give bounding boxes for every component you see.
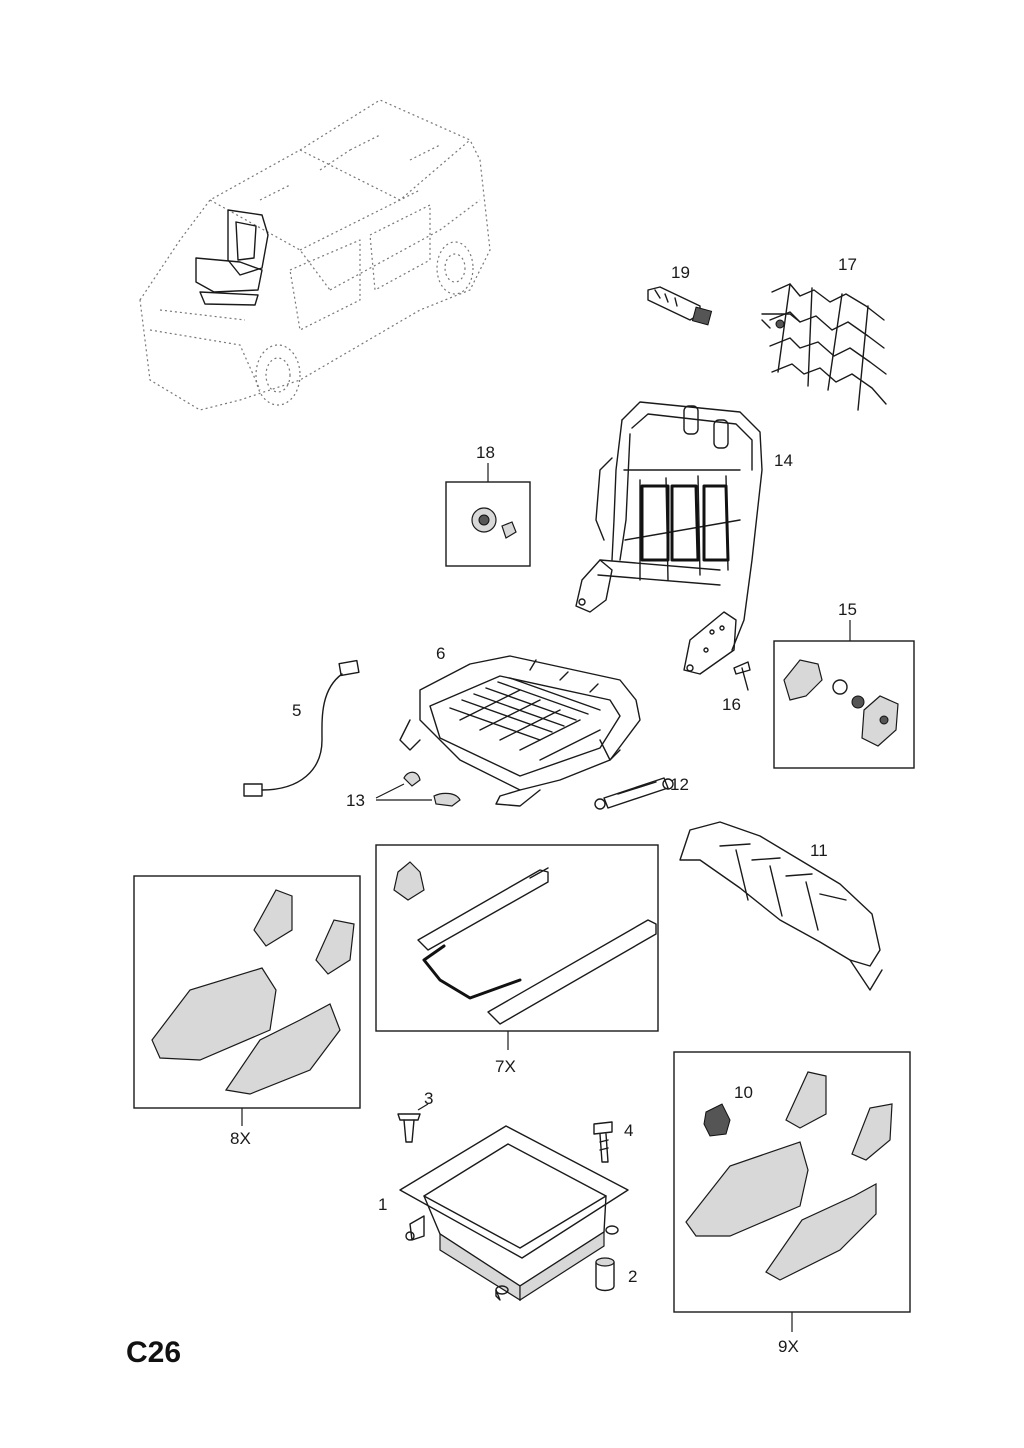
label-12: 12 [670,775,689,794]
part-7x-seat-rail-kit [375,844,659,1050]
part-1-seat-base [399,1125,629,1302]
part-13-clips [375,771,461,807]
label-3: 3 [424,1089,433,1108]
part-11-seat-cushion-pad [679,821,883,991]
label-11: 11 [810,841,828,860]
label-7x: 7X [495,1057,516,1076]
label-15: 15 [838,600,857,619]
part-14-backrest-frame [575,401,763,675]
part-9x-side-trim-kit [673,1051,911,1332]
part-16-screw [733,661,751,691]
label-14: 14 [774,451,793,470]
label-9x: 9X [778,1337,799,1356]
label-4: 4 [624,1121,633,1140]
vehicle-overview [139,99,491,411]
label-6: 6 [436,644,445,663]
part-4-bolt [593,1121,613,1163]
part-19-lumbar-adjuster [647,286,713,326]
label-8x: 8X [230,1129,251,1148]
part-8x-side-trim-kit [133,875,361,1126]
part-7x-box [375,844,659,1032]
part-5-wiring-harness [243,659,360,797]
part-6-seat-cushion-frame [399,655,641,807]
part-8x-box [133,875,361,1109]
label-5: 5 [292,701,301,720]
part-3-push-fastener [397,1103,429,1143]
part-17-lumbar-support [761,283,887,411]
part-12-gas-strut [594,777,674,810]
label-19: 19 [671,263,690,282]
label-13: 13 [346,791,365,810]
label-10: 10 [734,1083,753,1102]
page-code: C26 [126,1336,181,1369]
label-1: 1 [378,1195,387,1214]
label-17: 17 [838,255,857,274]
part-2-spacer [595,1257,615,1292]
part-15-recline-handle-kit [773,620,915,769]
part-15-box [773,640,915,769]
label-2: 2 [628,1267,637,1286]
part-18-nut-kit [445,463,531,567]
label-18: 18 [476,443,495,462]
label-16: 16 [722,695,741,714]
